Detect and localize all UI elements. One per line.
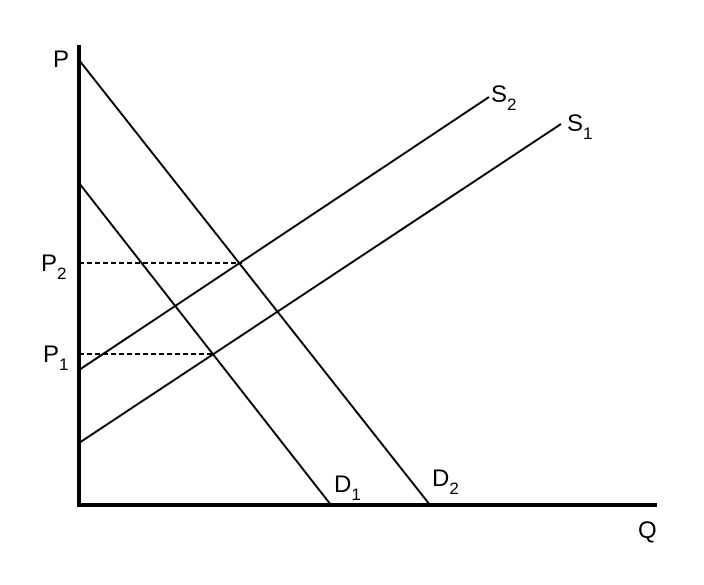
price-label-p2-main: P: [41, 250, 57, 277]
price-label-p1: P1: [43, 341, 68, 374]
curve-label-s1-main: S: [567, 110, 583, 137]
curve-label-d2-sub: 2: [449, 479, 458, 498]
supply-curve-s1: [78, 123, 562, 444]
price-label-p2-sub: 2: [57, 264, 66, 283]
curve-label-d2-main: D: [432, 465, 449, 492]
curve-label-d2: D2: [432, 465, 459, 498]
demand-curve-d2: [78, 59, 431, 506]
curve-label-d1: D1: [334, 471, 361, 504]
curve-label-s2-main: S: [491, 81, 507, 108]
price-label-p1-main: P: [43, 341, 59, 368]
price-label-p2: P2: [41, 250, 66, 283]
curve-label-s2-sub: 2: [507, 95, 516, 114]
demand-curve-d1: [78, 182, 332, 506]
supply-curve-s2: [78, 96, 490, 371]
x-axis-label: Q: [638, 517, 657, 544]
price-label-p1-sub: 1: [59, 355, 68, 374]
curve-label-s1: S1: [567, 110, 592, 143]
curve-label-s1-sub: 1: [583, 124, 592, 143]
curve-label-d1-main: D: [334, 471, 351, 498]
curve-label-d1-sub: 1: [351, 485, 360, 504]
curve-label-s2: S2: [491, 81, 516, 114]
y-axis-label: P: [53, 46, 69, 73]
